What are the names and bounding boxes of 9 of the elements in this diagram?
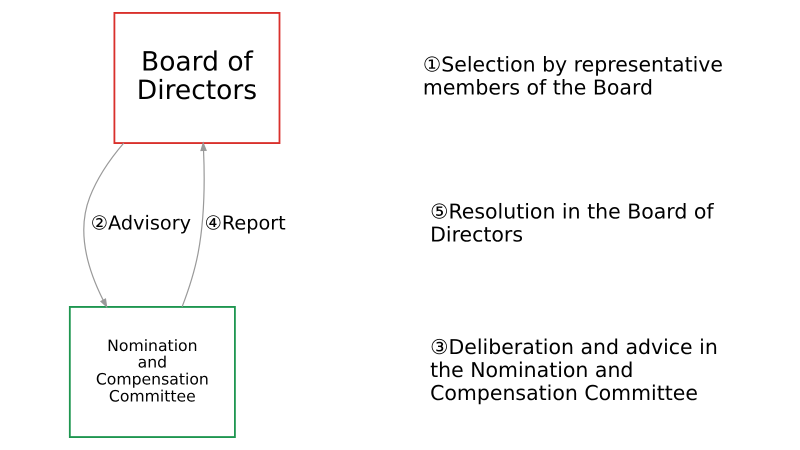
arrow (83, 142, 124, 308)
label: ③Deliberation and advice in the Nomination and Compensation Committee (430, 335, 718, 405)
arrow (182, 141, 207, 308)
label: ⑤Resolution in the Board of Directors (430, 199, 714, 246)
edge-label: ②Advisory (90, 212, 192, 235)
node-box: Board of Directors (114, 12, 280, 144)
label: ①Selection by representative members of the Board (422, 52, 724, 100)
node-box: Nomination and Compensation Committee (68, 306, 236, 438)
edge-label: ④Report (204, 212, 286, 235)
